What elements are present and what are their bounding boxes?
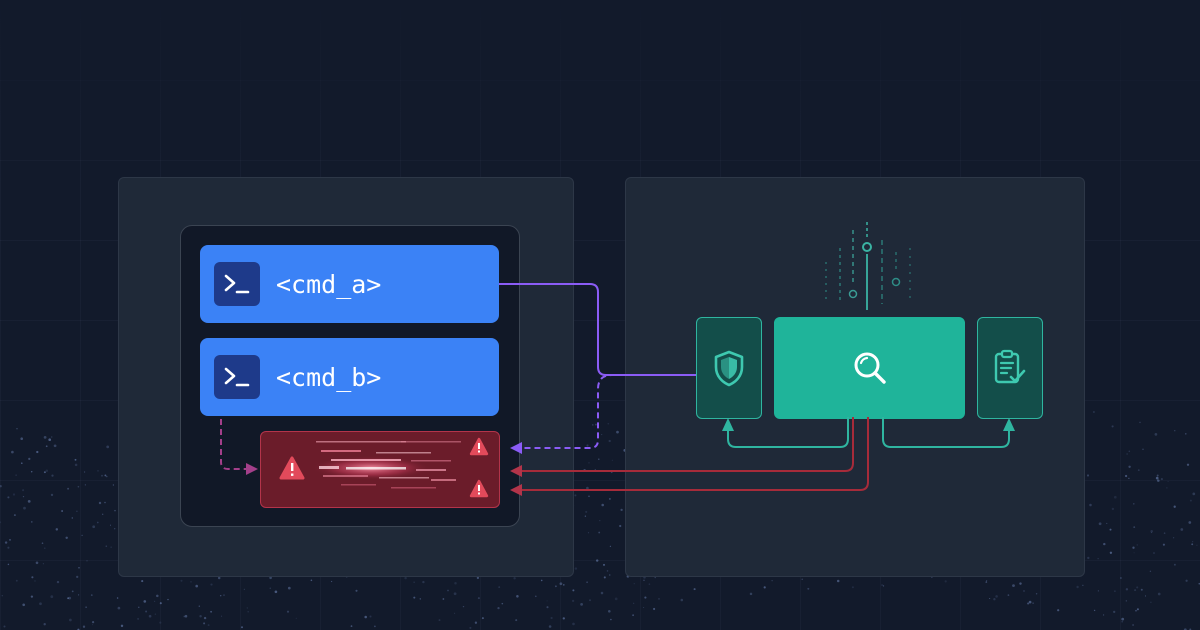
arrowhead [510, 484, 522, 496]
warning-icon [279, 456, 305, 480]
connector-search-to-error-1 [522, 417, 854, 472]
command-label-b: <cmd_b> [276, 362, 382, 392]
glitch-effect [311, 441, 461, 489]
shield-icon [714, 350, 744, 387]
arrowhead [1003, 418, 1015, 431]
search-icon [854, 352, 886, 384]
data-stream [825, 222, 911, 310]
connector-search-to-error-2 [522, 417, 869, 491]
warning-icon [469, 479, 489, 498]
warning-icon [469, 437, 489, 456]
command-block-b[interactable]: <cmd_b> [200, 338, 499, 416]
clipboard-check-icon [994, 349, 1026, 384]
terminal-icon [214, 262, 260, 306]
connector-shield-to-error [522, 374, 696, 449]
connector-search-to-clipboard [882, 417, 1010, 448]
arrowhead [246, 463, 258, 475]
arrowhead [510, 442, 522, 454]
arrowhead [510, 465, 522, 477]
search-tile[interactable] [774, 317, 965, 419]
background-fade [0, 0, 1200, 200]
connector-search-to-shield [727, 417, 849, 448]
clipboard-tile[interactable] [977, 317, 1043, 419]
connector-cmd-b-to-error [220, 419, 248, 470]
command-block-a[interactable]: <cmd_a> [200, 245, 499, 323]
terminal-icon [214, 355, 260, 399]
shield-tile[interactable] [696, 317, 762, 419]
connector-cmd-a-to-shield [499, 283, 696, 376]
arrowhead [722, 418, 734, 431]
command-label-a: <cmd_a> [276, 269, 382, 299]
